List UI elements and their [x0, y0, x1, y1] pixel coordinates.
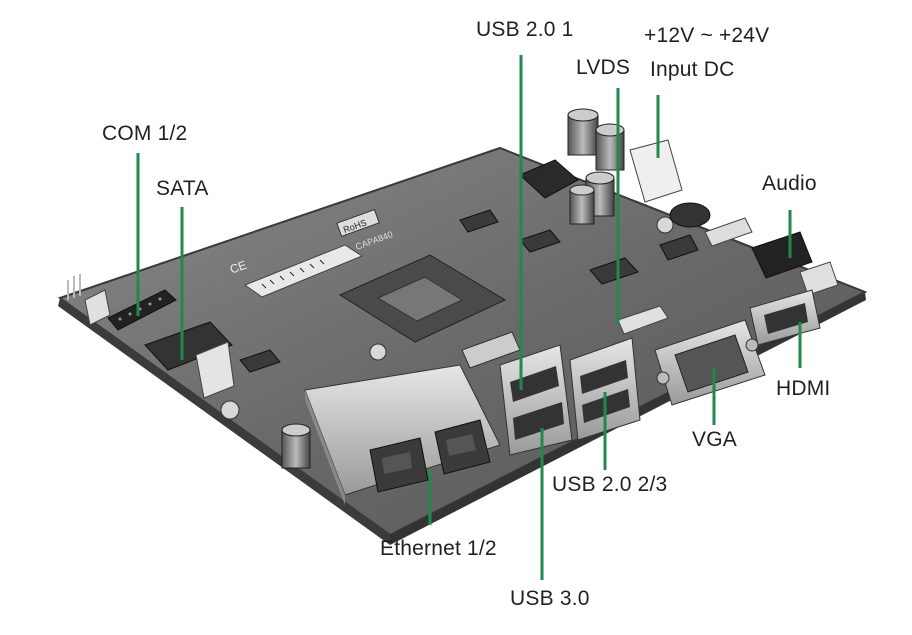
mounting-hole: [369, 343, 387, 361]
smd-chip: [589, 257, 639, 285]
connector-small: [704, 217, 753, 247]
label-input-dc: Input DC: [650, 58, 735, 81]
leader-lines: [136, 55, 802, 580]
label-usb20-1: USB 2.0 1: [476, 18, 574, 41]
inductor: [519, 159, 579, 199]
label-ethernet: Ethernet 1/2: [380, 537, 497, 560]
com-header: [107, 289, 177, 331]
label-power-range: +12V ~ +24V: [644, 24, 770, 47]
pcb-edge: [58, 298, 390, 545]
rohs-mark: [336, 208, 380, 238]
left-pins: [67, 274, 81, 300]
usb-1-and-usb3-port: [499, 344, 573, 456]
hdmi-port: [749, 289, 821, 346]
capacitor: [567, 108, 599, 156]
capacitor: [569, 184, 595, 225]
capacitor: [281, 423, 311, 469]
label-hdmi: HDMI: [776, 377, 831, 400]
label-audio: Audio: [762, 172, 817, 195]
sata-connector: [144, 321, 235, 399]
label-com: COM 1/2: [102, 122, 188, 145]
audio-header: [751, 231, 813, 279]
label-vga: VGA: [692, 428, 737, 451]
smd-chip: [239, 349, 281, 373]
mounting-hole: [656, 216, 674, 234]
capacitor: [595, 123, 625, 171]
label-lvds: LVDS: [576, 56, 631, 79]
ethernet-ports: [304, 364, 501, 505]
label-usb30: USB 3.0: [510, 587, 590, 610]
vga-port: [654, 319, 766, 406]
dc-power-connector: [629, 139, 683, 203]
buzzer: [669, 202, 711, 228]
smd-chip: [519, 229, 561, 253]
mounting-hole: [220, 400, 240, 420]
audio-connector: [799, 261, 839, 296]
lvds-connector: [617, 305, 669, 335]
label-usb20-23: USB 2.0 2/3: [552, 473, 668, 496]
ce-mark: CE: [228, 258, 248, 277]
smd-chip: [459, 209, 499, 233]
left-connector: [84, 289, 111, 326]
smd-chip: [659, 234, 699, 261]
label-sata: SATA: [156, 177, 209, 200]
